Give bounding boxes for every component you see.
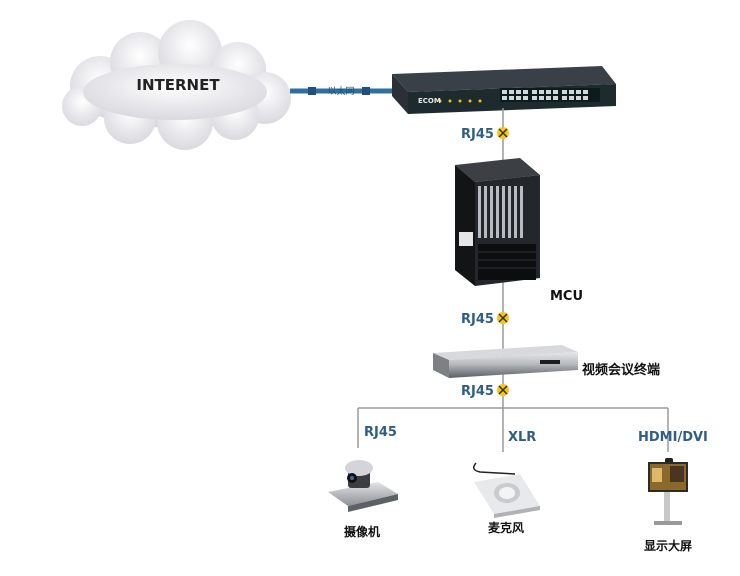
connector-label: RJ45	[461, 312, 494, 327]
microphone-device	[473, 462, 540, 518]
display-device	[648, 458, 688, 525]
connector-marker	[497, 312, 509, 324]
terminal-label: 视频会议终端	[582, 362, 660, 378]
connector-label: RJ45	[461, 384, 494, 399]
branch-connector-label: XLR	[508, 430, 536, 445]
camera-device	[328, 460, 398, 512]
microphone-label: 麦克风	[488, 520, 524, 535]
ethernet-cable	[290, 87, 392, 95]
connector-marker	[497, 127, 509, 139]
branch-connector-label: HDMI/DVI	[638, 430, 708, 445]
connector-label: RJ45	[461, 127, 494, 142]
display-label: 显示大屏	[644, 538, 692, 553]
mcu-chassis	[455, 158, 540, 286]
branch-connector-label: RJ45	[364, 425, 397, 440]
network-switch	[392, 66, 616, 114]
switch-brand: ECOM	[418, 97, 441, 105]
internet-cloud	[62, 20, 291, 150]
internet-label: INTERNET	[136, 76, 220, 94]
video-terminal	[433, 345, 578, 378]
cable-label: 以太网	[327, 85, 354, 97]
mcu-label: MCU	[550, 289, 583, 304]
connector-marker	[497, 384, 509, 396]
branch-lines	[357, 407, 669, 452]
camera-label: 摄像机	[344, 524, 380, 539]
